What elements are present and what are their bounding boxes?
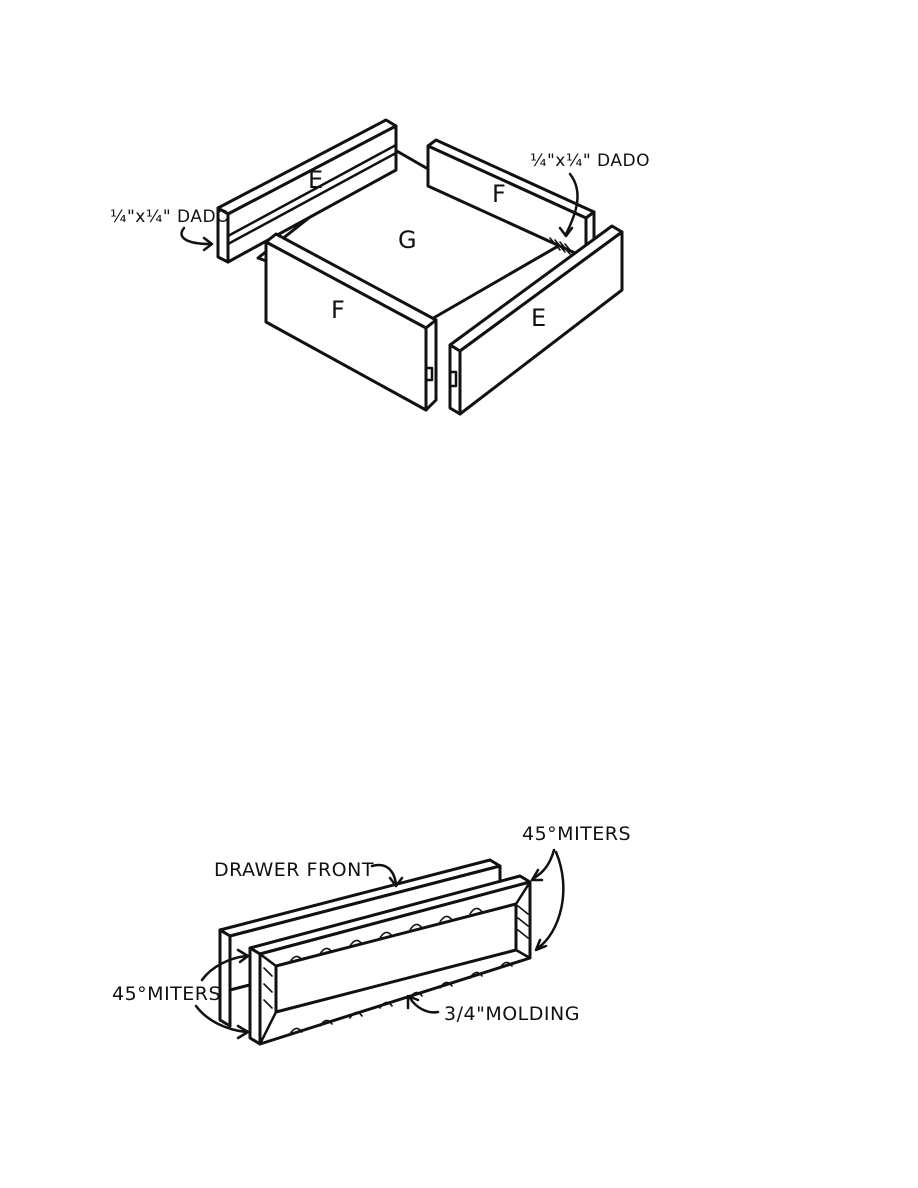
label-drawer-front: DRAWER FRONT bbox=[214, 859, 374, 881]
end-panel-f-back bbox=[426, 138, 596, 260]
label-bottom-g: G bbox=[398, 226, 417, 254]
arrow-miters-left-top bbox=[200, 954, 248, 982]
arrow-miters-right-bottom bbox=[536, 850, 565, 950]
molding-frame bbox=[248, 874, 532, 1046]
label-end-f-back: F bbox=[492, 180, 506, 208]
arrow-miters-right-top bbox=[532, 848, 556, 880]
side-panel-e-front bbox=[448, 224, 624, 416]
label-dado-left: ¼"x¼" DADO bbox=[110, 207, 230, 227]
arrow-molding bbox=[408, 996, 440, 1014]
drawer-front-assembly: DRAWER FRONT 45°MITERS 45°MITERS 3/4"MOL… bbox=[112, 823, 631, 1046]
arrow-dado-left bbox=[180, 226, 212, 246]
end-panel-f-front bbox=[264, 232, 438, 412]
side-panel-e-back bbox=[216, 118, 398, 264]
label-molding: 3/4"MOLDING bbox=[444, 1003, 580, 1025]
arrow-dado-right bbox=[564, 172, 579, 236]
drawer-box-assembly: E F G F E ¼"x¼" DADO ¼"x¼" DADO bbox=[110, 118, 650, 416]
label-miters-left: 45°MITERS bbox=[112, 983, 221, 1005]
arrow-drawer-front bbox=[370, 863, 398, 886]
label-miters-right: 45°MITERS bbox=[522, 823, 631, 845]
label-end-f-front: F bbox=[331, 296, 345, 324]
arrow-miters-left-bottom bbox=[194, 1004, 248, 1034]
label-side-e-back: E bbox=[308, 166, 323, 194]
label-dado-right: ¼"x¼" DADO bbox=[530, 151, 650, 171]
label-side-e-front: E bbox=[531, 304, 546, 332]
